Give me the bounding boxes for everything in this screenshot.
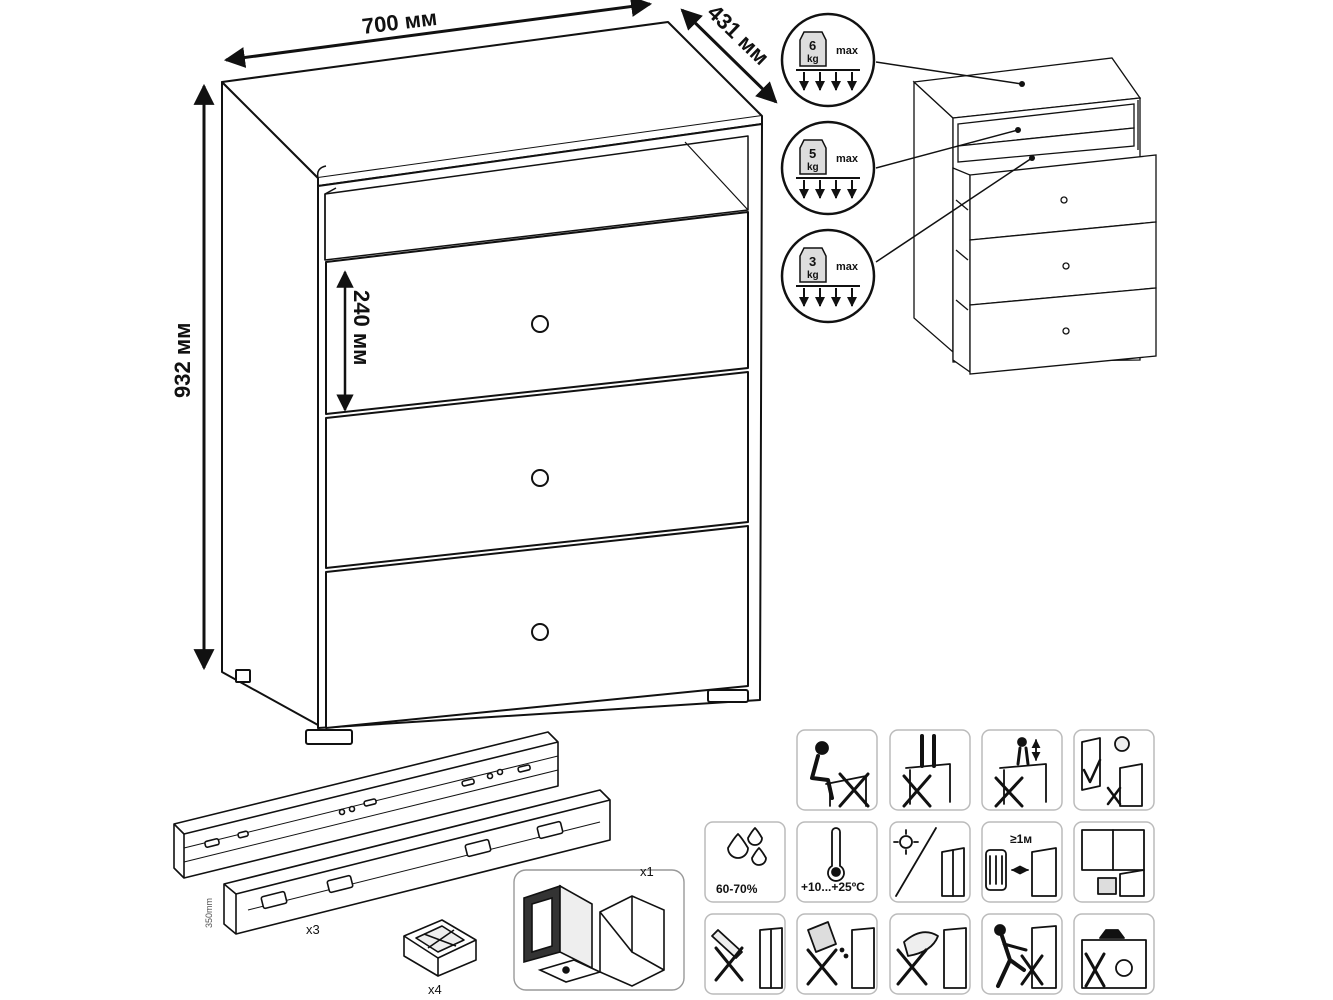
load-max: max xyxy=(836,45,859,57)
humidity-label: 60-70% xyxy=(716,882,758,896)
wall-mount-icon xyxy=(1081,736,1143,807)
height-label: 932 мм xyxy=(170,323,195,398)
no-liquids-icon xyxy=(806,921,875,989)
load-max: max xyxy=(836,153,859,165)
dimension-arrows xyxy=(193,0,778,671)
no-sunlight-icon xyxy=(893,827,965,897)
load-unit: kg xyxy=(807,270,819,281)
ventilation-icon xyxy=(1081,829,1145,897)
no-sharp-objects-icon xyxy=(711,927,783,989)
rail-length-label: 350mm xyxy=(204,898,214,928)
drawer-knobs xyxy=(531,315,549,641)
bracket-box xyxy=(513,869,685,991)
leader-lines xyxy=(875,61,1033,263)
load-unit: kg xyxy=(807,54,819,65)
load-unit: kg xyxy=(807,162,819,173)
no-standing-icon xyxy=(902,734,951,808)
small-chest xyxy=(912,57,1157,375)
distance-label: ≥1м xyxy=(1010,832,1032,846)
drawer-height-label: 240 мм xyxy=(349,290,374,365)
humidity-icon xyxy=(727,827,767,866)
load-max: max xyxy=(836,261,859,273)
bracket-qty: x1 xyxy=(640,864,654,879)
no-heater-icon xyxy=(985,847,1057,897)
no-abrasive-icon xyxy=(896,927,967,989)
drawer-rail-lower xyxy=(223,789,611,935)
no-sitting-icon xyxy=(810,741,870,808)
load-kg: 3 xyxy=(809,254,816,269)
feet-qty: x4 xyxy=(428,982,442,997)
no-dragging-icon xyxy=(994,924,1057,989)
drawer-rail-upper xyxy=(173,731,559,879)
no-climbing-icon xyxy=(994,737,1047,808)
load-kg: 6 xyxy=(809,38,816,53)
chest-of-drawers xyxy=(221,21,763,745)
no-heavy-load-icon xyxy=(1081,929,1147,989)
load-kg: 5 xyxy=(809,146,816,161)
temperature-icon xyxy=(827,827,845,882)
drawer-top xyxy=(325,211,749,415)
rails-qty: x3 xyxy=(306,922,320,937)
temperature-label: +10...+25ºC xyxy=(801,880,865,894)
load-limit-drawer: 3 kg max xyxy=(780,228,876,324)
foot-pad xyxy=(403,919,477,977)
load-limit-top: 6 kg max xyxy=(780,12,876,108)
depth-label: 431 мм xyxy=(703,0,775,70)
load-limit-middle: 5 kg max xyxy=(780,120,876,216)
